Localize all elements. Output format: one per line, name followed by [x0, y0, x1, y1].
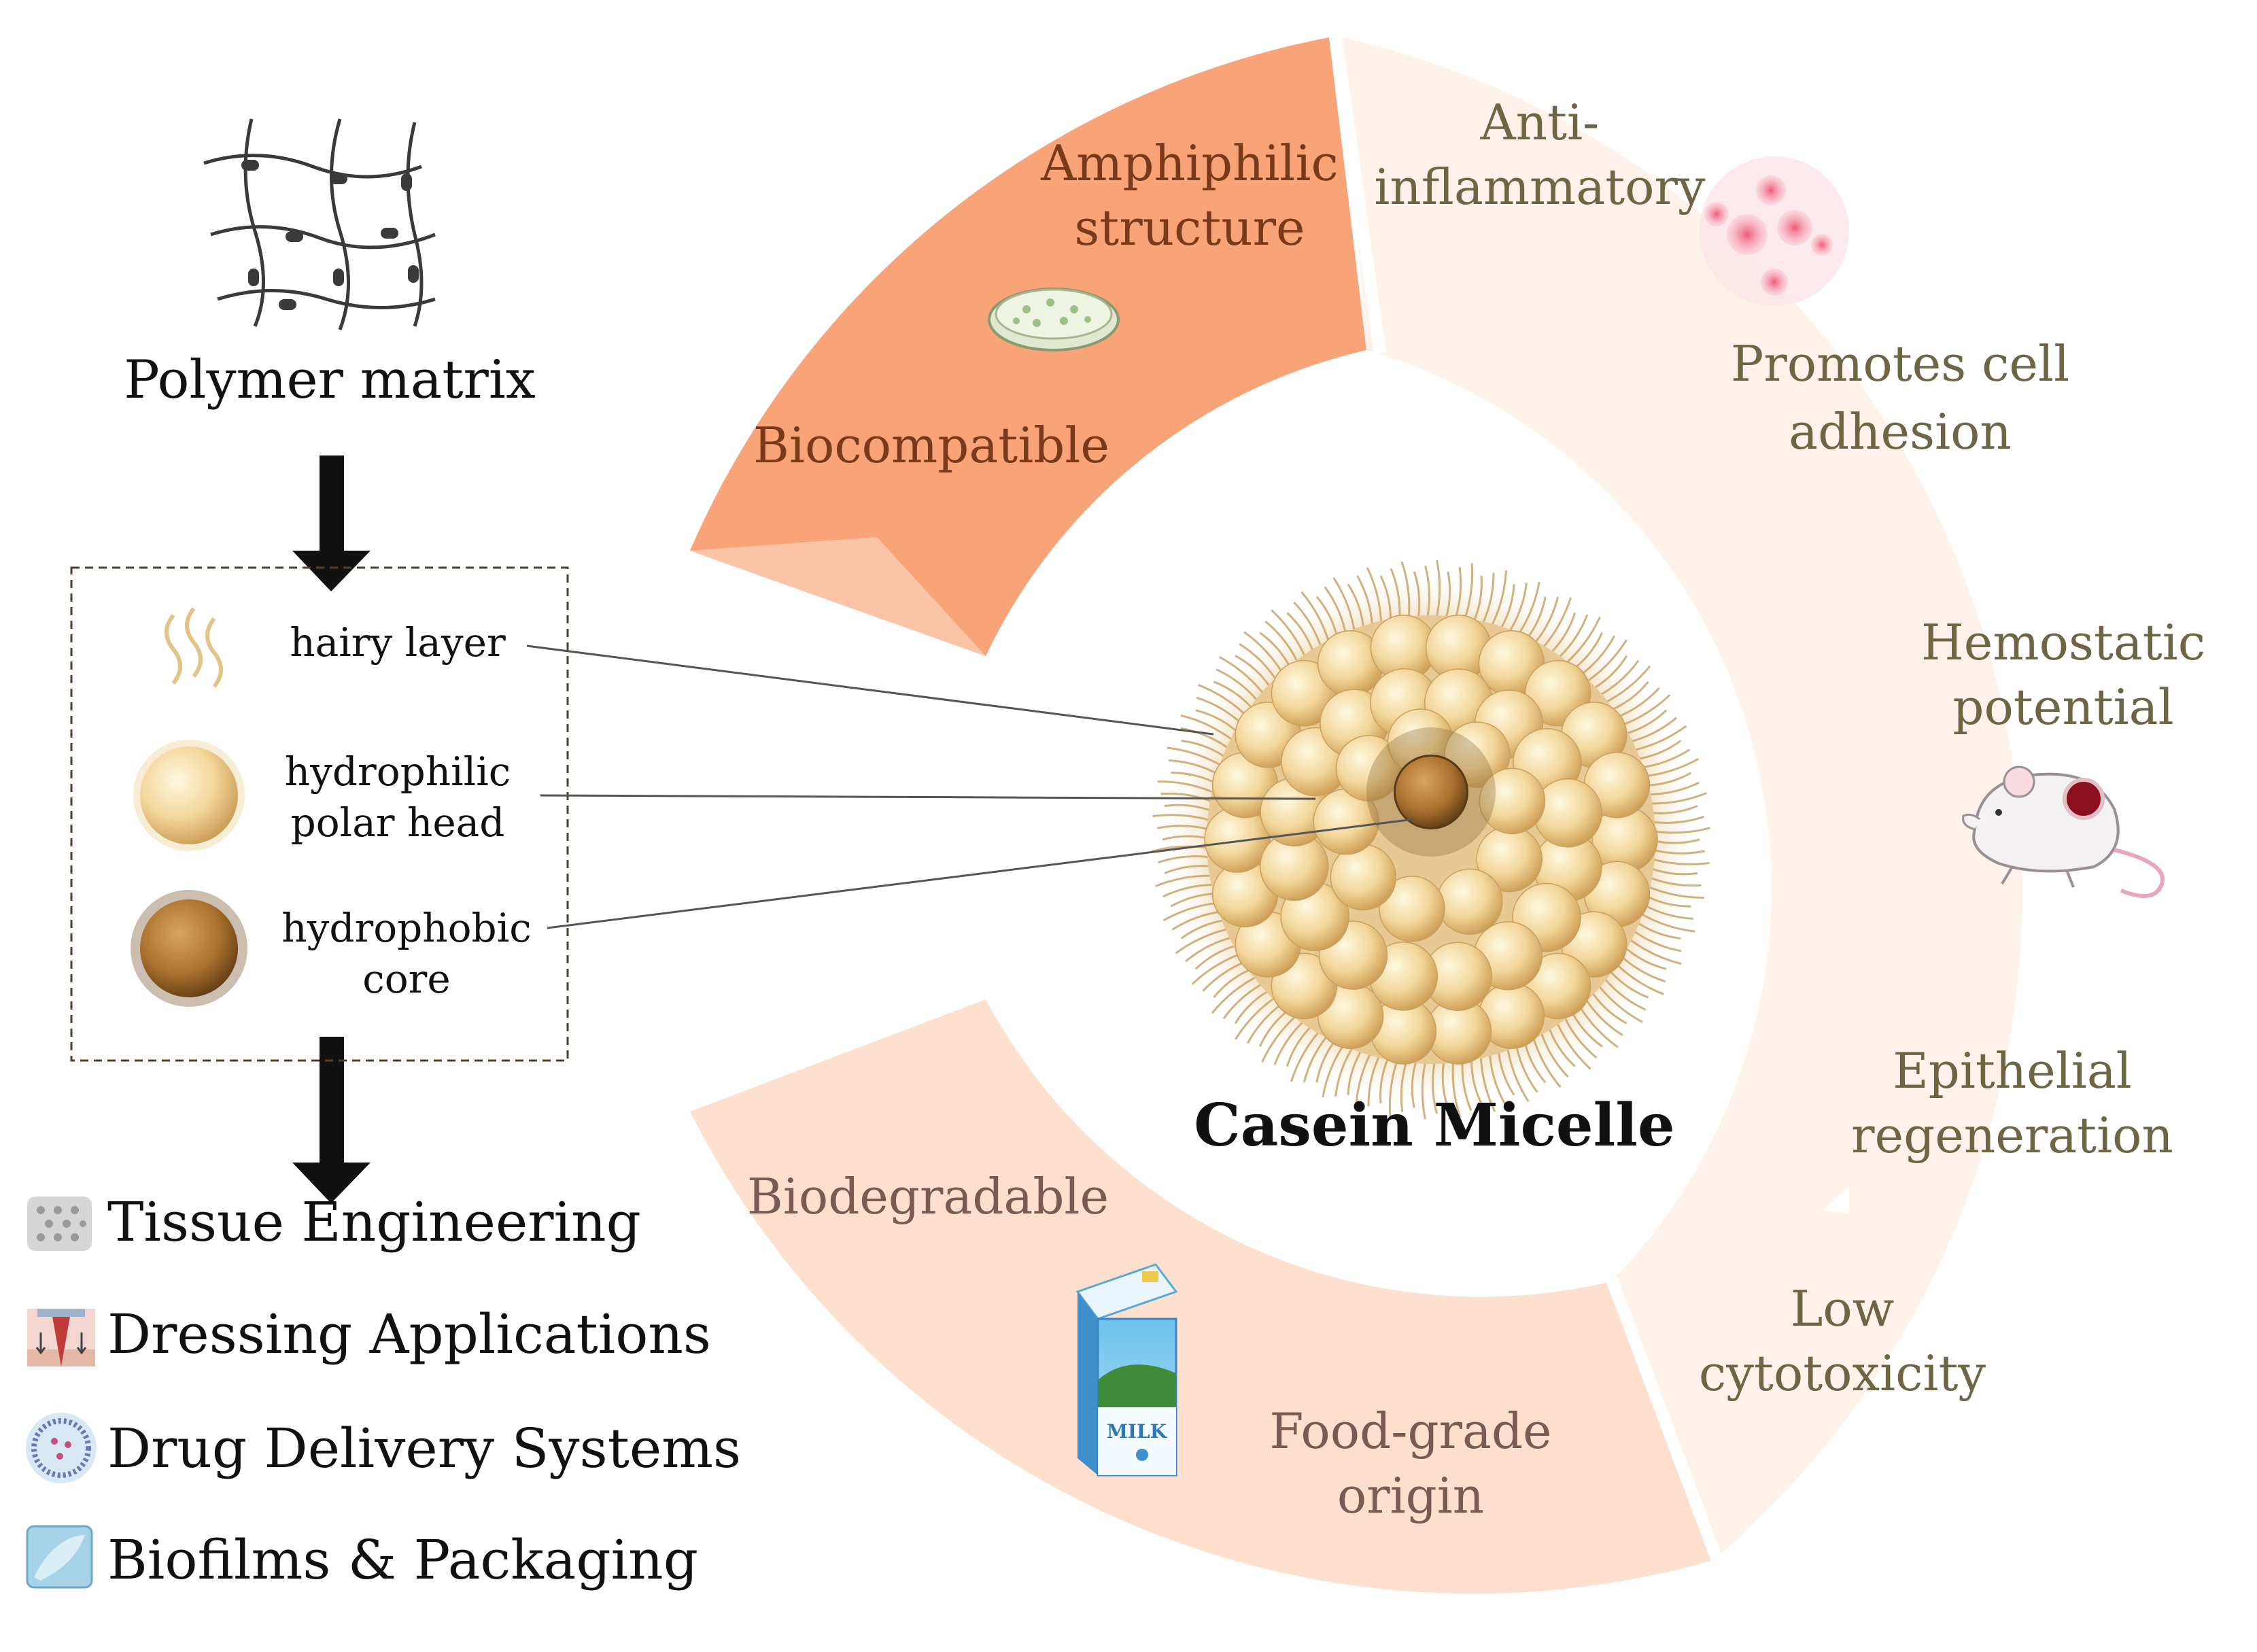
legend-box: [70, 566, 569, 1062]
micelle-core: [1394, 755, 1468, 829]
legend-hydrophilic: hydrophilic: [285, 748, 511, 795]
leader-lines: [526, 644, 1415, 929]
label-cytotoxicity: cytotoxicity: [1699, 1345, 1986, 1402]
mouse-icon: [1962, 765, 2165, 898]
film-icon: [26, 1525, 93, 1589]
legend-core: core: [362, 956, 450, 1002]
micelle-title: Casein Micelle: [1194, 1091, 1674, 1160]
legend-polar-head: polar head: [291, 799, 505, 846]
label-potential: potential: [1952, 678, 2173, 736]
milk-carton-icon: MILK: [1075, 1263, 1178, 1477]
segment-fold: [690, 537, 986, 656]
label-low: Low: [1791, 1280, 1895, 1337]
app-drug-delivery: Drug Delivery Systems: [107, 1417, 741, 1480]
label-inflammatory: inflammatory: [1374, 158, 1706, 216]
label-adhesion: adhesion: [1789, 403, 2012, 460]
polymer-matrix-label: Polymer matrix: [124, 349, 536, 411]
inflammation-cells-icon: [1700, 156, 1849, 306]
label-epithelial: Epithelial: [1893, 1042, 2132, 1099]
legend-hydrophobic: hydrophobic: [281, 905, 531, 951]
milk-label: MILK: [1107, 1420, 1168, 1443]
scaffold-icon: [27, 1197, 92, 1251]
ring-labels: Amphiphilic structure Biocompatible Anti…: [747, 94, 2205, 1524]
app-dressing: Dressing Applications: [107, 1303, 711, 1366]
arrow-down-icon: [292, 1037, 371, 1203]
segment-notch: [1822, 1186, 1849, 1214]
hydrophilic-bead-icon: [133, 740, 245, 851]
label-structure: structure: [1074, 199, 1305, 256]
polymer-matrix-icon: [203, 118, 436, 330]
arrow-down-icon: [292, 455, 371, 591]
app-tissue-engineering: Tissue Engineering: [107, 1190, 641, 1254]
label-amphiphilic: Amphiphilic: [1040, 135, 1339, 192]
hairy-layer-icon: [165, 607, 223, 688]
label-origin: origin: [1337, 1467, 1484, 1524]
segment-cell-effects: [1343, 37, 2022, 1560]
label-anti: Anti-: [1480, 94, 1600, 151]
label-food-grade: Food-grade: [1269, 1403, 1551, 1460]
app-biofilms: Biofilms & Packaging: [107, 1528, 698, 1591]
wound-dressing-icon: [27, 1309, 95, 1366]
segment-food-origin: [690, 999, 1713, 1594]
label-hemostatic: Hemostatic: [1921, 614, 2205, 671]
label-biodegradable: Biodegradable: [747, 1168, 1109, 1225]
legend-hairy-layer: hairy layer: [290, 619, 506, 666]
label-regeneration: regeneration: [1851, 1107, 2173, 1164]
nanoparticle-icon: [26, 1413, 97, 1483]
micelle-image: [1151, 560, 1711, 1120]
label-biocompatible: Biocompatible: [753, 417, 1109, 474]
label-promotes: Promotes cell: [1731, 335, 2069, 392]
hydrophobic-core-icon: [131, 890, 247, 1007]
applications-list: Tissue Engineering Dressing Applications…: [26, 1190, 741, 1591]
petri-dish-icon: [988, 288, 1120, 351]
